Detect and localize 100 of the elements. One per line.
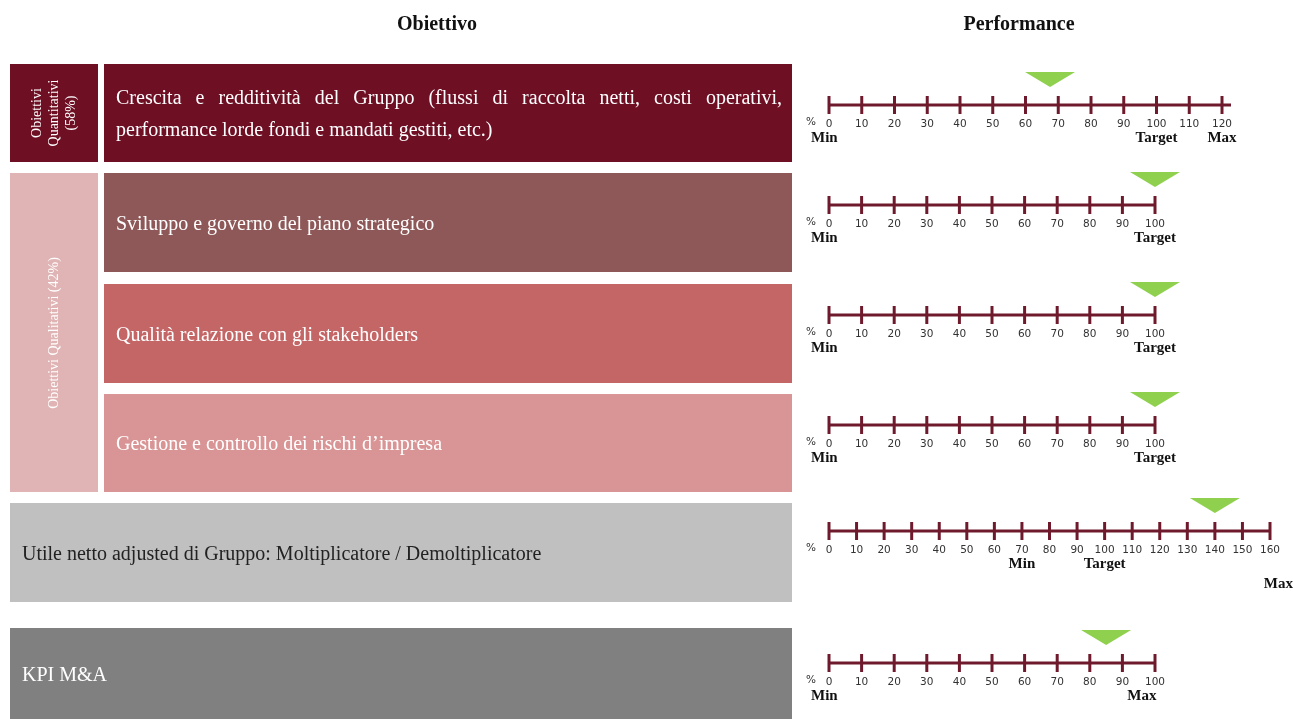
tick-label: 20: [887, 117, 902, 129]
tick-label: 100: [1145, 675, 1165, 687]
threshold-label: Min: [1008, 555, 1036, 572]
unit-label: %: [806, 673, 816, 685]
tick-label: 90: [1115, 437, 1130, 449]
threshold-label: Min: [811, 687, 838, 704]
tick-label: 80: [1083, 327, 1097, 339]
tick-label: 110: [1122, 543, 1143, 555]
tick-label: 0: [825, 217, 833, 229]
tick-label: 50: [985, 675, 999, 687]
tick-label: 110: [1179, 117, 1200, 129]
tick-label: 30: [920, 437, 934, 449]
tick-label: 20: [887, 675, 901, 687]
tick-label: 90: [1070, 543, 1084, 555]
tick-label: 10: [854, 327, 869, 339]
tick-label: 100: [1146, 117, 1167, 129]
tick-label: 60: [1017, 327, 1032, 339]
tick-label: 60: [1017, 437, 1032, 449]
tick-label: 40: [953, 117, 967, 129]
threshold-label: Min: [811, 129, 838, 146]
tick-label: 20: [877, 543, 891, 555]
threshold-label: Target: [1134, 229, 1176, 246]
tick-label: 140: [1204, 543, 1225, 555]
threshold-label: Target: [1134, 449, 1176, 466]
tick-label: 40: [952, 675, 967, 687]
objective-band: [10, 503, 792, 602]
unit-label: %: [806, 115, 816, 127]
tick-label: 70: [1051, 117, 1065, 129]
objective-label: Sviluppo e governo del piano strategico: [115, 210, 436, 237]
tick-label: 40: [952, 437, 967, 449]
tick-label: 10: [855, 117, 869, 129]
tick-label: 10: [854, 437, 869, 449]
tick-label: 70: [1015, 543, 1029, 555]
tick-label: 100: [1145, 217, 1165, 229]
tick-label: 90: [1115, 327, 1130, 339]
objective-label: Qualità relazione con gli stakeholders: [115, 321, 420, 348]
threshold-label: Max: [1127, 687, 1157, 704]
objective-band: [104, 284, 792, 383]
category-label: Obiettivi Quantitativi (58%): [28, 78, 79, 149]
tick-label: 80: [1083, 217, 1097, 229]
threshold-label: Target: [1083, 555, 1126, 572]
objective-band: [10, 628, 792, 719]
tick-label: 0: [825, 543, 833, 555]
tick-label: 0: [825, 675, 833, 687]
objective-label: Gestione e controllo dei rischi d’impresa: [115, 431, 443, 457]
tick-label: 50: [985, 437, 999, 449]
tick-label: 70: [1050, 327, 1064, 339]
objective-band: [104, 64, 792, 162]
unit-label: %: [806, 325, 816, 337]
objective-band: [104, 394, 792, 492]
tick-label: 50: [985, 327, 999, 339]
tick-label: 20: [887, 217, 901, 229]
tick-label: 30: [920, 675, 934, 687]
tick-label: 30: [920, 327, 934, 339]
tick-label: 20: [887, 327, 901, 339]
tick-label: 0: [825, 327, 833, 339]
tick-label: 100: [1145, 327, 1165, 339]
column-heading: Obiettivo: [397, 12, 477, 35]
unit-label: %: [806, 541, 816, 553]
tick-label: 90: [1115, 217, 1130, 229]
tick-label: 30: [920, 217, 934, 229]
tick-label: 120: [1212, 117, 1232, 129]
tick-label: 160: [1260, 543, 1280, 555]
tick-label: 50: [985, 217, 999, 229]
tick-label: 130: [1177, 543, 1198, 555]
objective-label: Utile netto adjusted di Gruppo: Moltiplicatore / Demoltiplicatore: [21, 540, 543, 567]
tick-label: 120: [1149, 543, 1170, 555]
threshold-label: Max: [1263, 575, 1293, 592]
tick-label: 60: [1018, 117, 1033, 129]
threshold-label: Min: [811, 449, 838, 466]
tick-label: 80: [1083, 437, 1097, 449]
tick-label: 90: [1115, 675, 1130, 687]
threshold-label: Min: [811, 339, 838, 356]
tick-label: 60: [1017, 675, 1032, 687]
threshold-label: Target: [1135, 129, 1178, 146]
tick-label: 40: [952, 327, 967, 339]
objective-label: KPI M&A: [21, 661, 108, 687]
tick-label: 80: [1083, 675, 1097, 687]
tick-label: 150: [1232, 543, 1253, 555]
tick-label: 70: [1050, 437, 1064, 449]
threshold-label: Target: [1134, 339, 1176, 356]
category-box: [10, 64, 98, 162]
unit-label: %: [806, 435, 816, 447]
tick-label: 60: [1017, 217, 1032, 229]
objective-label: Crescita e redditività del Gruppo (flussi di raccolta netti, costi operativi, performance lorde fondi e mandati gestiti, etc.): [115, 85, 783, 143]
tick-label: 0: [825, 437, 833, 449]
tick-label: 80: [1084, 117, 1098, 129]
tick-label: 60: [987, 543, 1002, 555]
tick-label: 0: [825, 117, 833, 129]
tick-label: 90: [1117, 117, 1131, 129]
tick-label: 80: [1042, 543, 1057, 555]
tick-label: 20: [887, 437, 901, 449]
tick-label: 30: [920, 117, 934, 129]
unit-label: %: [806, 215, 816, 227]
tick-label: 70: [1050, 217, 1064, 229]
category-label: Obiettivi Qualitativi (42%): [45, 255, 62, 411]
tick-label: 70: [1050, 675, 1064, 687]
column-heading: Performance: [963, 12, 1075, 35]
objective-band: [104, 173, 792, 272]
tick-label: 40: [952, 217, 967, 229]
